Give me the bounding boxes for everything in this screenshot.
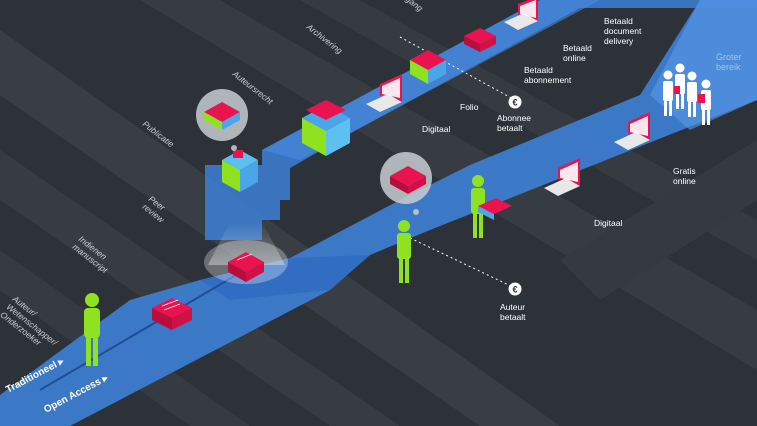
reader-with-book-figure-icon — [471, 175, 512, 238]
svg-text:€: € — [512, 98, 517, 108]
stage-access-label: gang — [404, 0, 425, 13]
folio-label: Folio — [460, 102, 479, 112]
traditional-digital-label: Digitaal — [422, 124, 450, 134]
greater-reach-label: Groter bereik — [716, 52, 744, 72]
track-divider — [39, 269, 246, 391]
publisher-cube-small-icon — [222, 150, 258, 192]
thought-bubble-open-access — [380, 152, 432, 215]
reader-crowd-icon — [663, 63, 711, 125]
author-pays-label: Auteur betaalt — [500, 302, 527, 322]
paid-subscription-label: Betaald abonnement — [524, 65, 572, 85]
subscriber-pays-euro-icon: € — [508, 95, 522, 109]
author-pays-euro-icon: € — [508, 282, 522, 296]
laptop-digital-oa-icon — [544, 158, 580, 196]
archive-journals-icon — [464, 28, 496, 52]
reader-figure-icon — [397, 220, 411, 283]
paid-document-delivery-label: Betaald document delivery — [604, 16, 644, 46]
stage-archiving-label: Archivering — [304, 21, 345, 56]
author-figure-icon — [84, 293, 100, 366]
thought-bubble-traditional — [196, 89, 248, 151]
svg-text:€: € — [512, 285, 517, 295]
paid-online-label: Betaald online — [563, 43, 594, 63]
reviewed-manuscript-icon — [228, 252, 264, 282]
laptop-digital-traditional-icon — [366, 74, 402, 112]
folio-journals-icon — [410, 50, 446, 84]
subscriber-pays-label: Abonnee betaalt — [497, 113, 533, 133]
publisher-cube-large-icon — [302, 100, 350, 156]
laptop-paid-online-icon — [504, 0, 538, 30]
oa-digital-label: Digitaal — [594, 218, 622, 228]
dashed-guides — [399, 36, 516, 289]
free-online-label: Gratis online — [673, 166, 698, 186]
manuscript-stack-icon — [152, 298, 192, 330]
laptop-free-online-icon — [614, 112, 650, 150]
